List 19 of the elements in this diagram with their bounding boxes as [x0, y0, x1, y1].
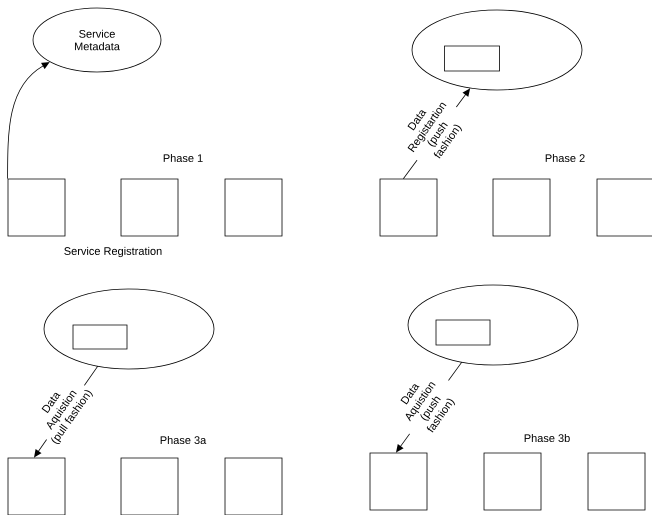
rectangle-box [72, 324, 128, 350]
square-box [224, 178, 282, 236]
phase-label: Phase 1 [164, 154, 203, 162]
square-box [588, 452, 646, 510]
rectangle-box [444, 46, 500, 72]
square-box [120, 178, 178, 236]
phase-label: Phase 3b [524, 434, 570, 442]
square-box [370, 452, 428, 510]
rectangle-box [436, 320, 490, 346]
ellipse [44, 288, 214, 370]
ellipse [408, 284, 578, 366]
square-box [484, 452, 542, 510]
caption-label: Service Registration [64, 246, 162, 258]
phase-label: Phase 2 [546, 154, 585, 162]
phase-label: Phase 3a [160, 436, 206, 444]
ellipse [412, 10, 582, 90]
square-box [492, 178, 550, 236]
square-box [8, 178, 66, 236]
square-box [380, 178, 438, 236]
